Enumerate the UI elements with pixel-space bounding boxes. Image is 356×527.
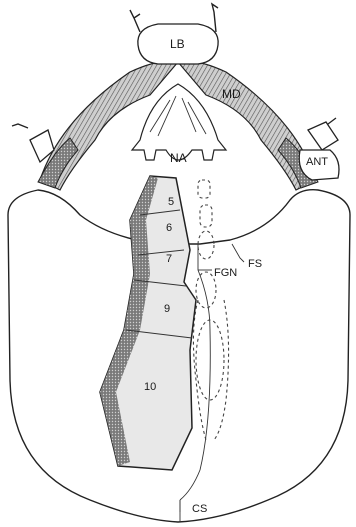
label-md: MD — [222, 87, 241, 101]
label-na: NA — [170, 151, 187, 165]
label-ant: ANT — [306, 156, 328, 168]
label-seg5: 5 — [168, 196, 174, 208]
ganglion-4 — [196, 272, 216, 308]
right-antenna — [308, 118, 338, 150]
left-palp — [130, 10, 140, 32]
label-seg7: 7 — [166, 253, 172, 265]
ganglion-connective — [193, 300, 228, 440]
label-lb: LB — [170, 37, 185, 51]
right-palp — [212, 4, 218, 32]
fs-leader — [232, 244, 244, 262]
label-cs: CS — [192, 503, 207, 515]
left-antenna — [12, 124, 54, 162]
label-seg10: 10 — [144, 381, 156, 393]
label-fgn: FGN — [214, 267, 237, 279]
label-seg9: 9 — [164, 303, 170, 315]
label-seg6: 6 — [166, 222, 172, 234]
ganglion-top — [198, 180, 210, 198]
ganglion-3 — [198, 231, 214, 259]
label-fs: FS — [248, 258, 262, 270]
ganglion-2 — [200, 205, 212, 227]
